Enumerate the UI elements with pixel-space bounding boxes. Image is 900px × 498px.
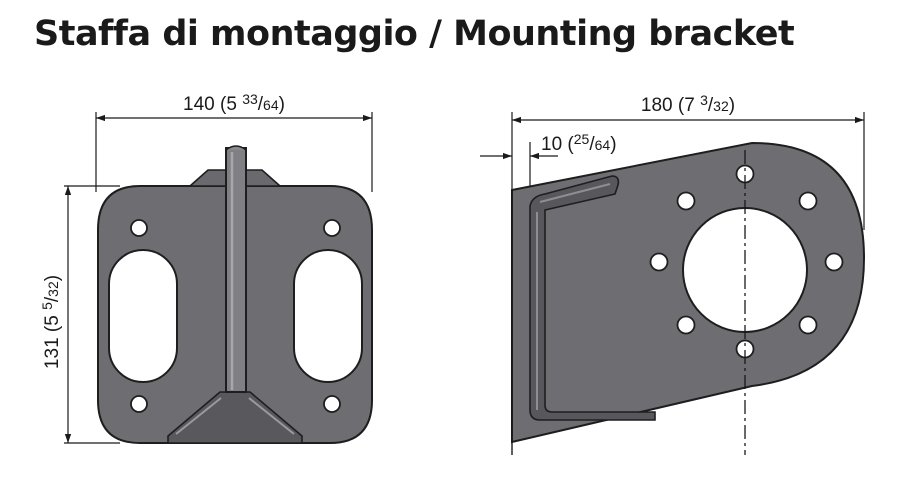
slot-right [293,249,363,383]
slot-left [108,249,178,383]
hole-top-right [323,219,341,237]
bolt-hole-top-left [676,191,696,211]
front-view: 140 (5 33/64) 131 (5 5/32) [39,91,373,444]
bolt-hole-top-right [798,191,818,211]
gusset-wings [167,391,303,444]
page-title: Staffa di montaggio / Mounting bracket [34,14,795,54]
hole-bottom-right [323,395,341,413]
dimension-label-front-width: 140 (5 33/64) [183,91,285,115]
dimension-label-thickness: 10 (25/64) [541,131,617,155]
central-rib [225,147,247,393]
hole-top-left [130,219,148,237]
bolt-hole-bottom-left [676,315,696,335]
bolt-hole-right [824,252,844,272]
gusset-wing-highlight [175,397,295,435]
dimension-label-height: 131 (5 5/32) [39,275,63,369]
flange-highlight [536,183,611,410]
hole-bottom-left [130,395,148,413]
bolt-hole-left [649,252,669,272]
bolt-hole-bottom-right [798,315,818,335]
rib-top-cap [225,145,247,151]
dimension-label-side-width: 180 (7 3/32) [641,92,735,116]
side-view: 180 (7 3/32) 10 (25/64) [480,92,866,455]
